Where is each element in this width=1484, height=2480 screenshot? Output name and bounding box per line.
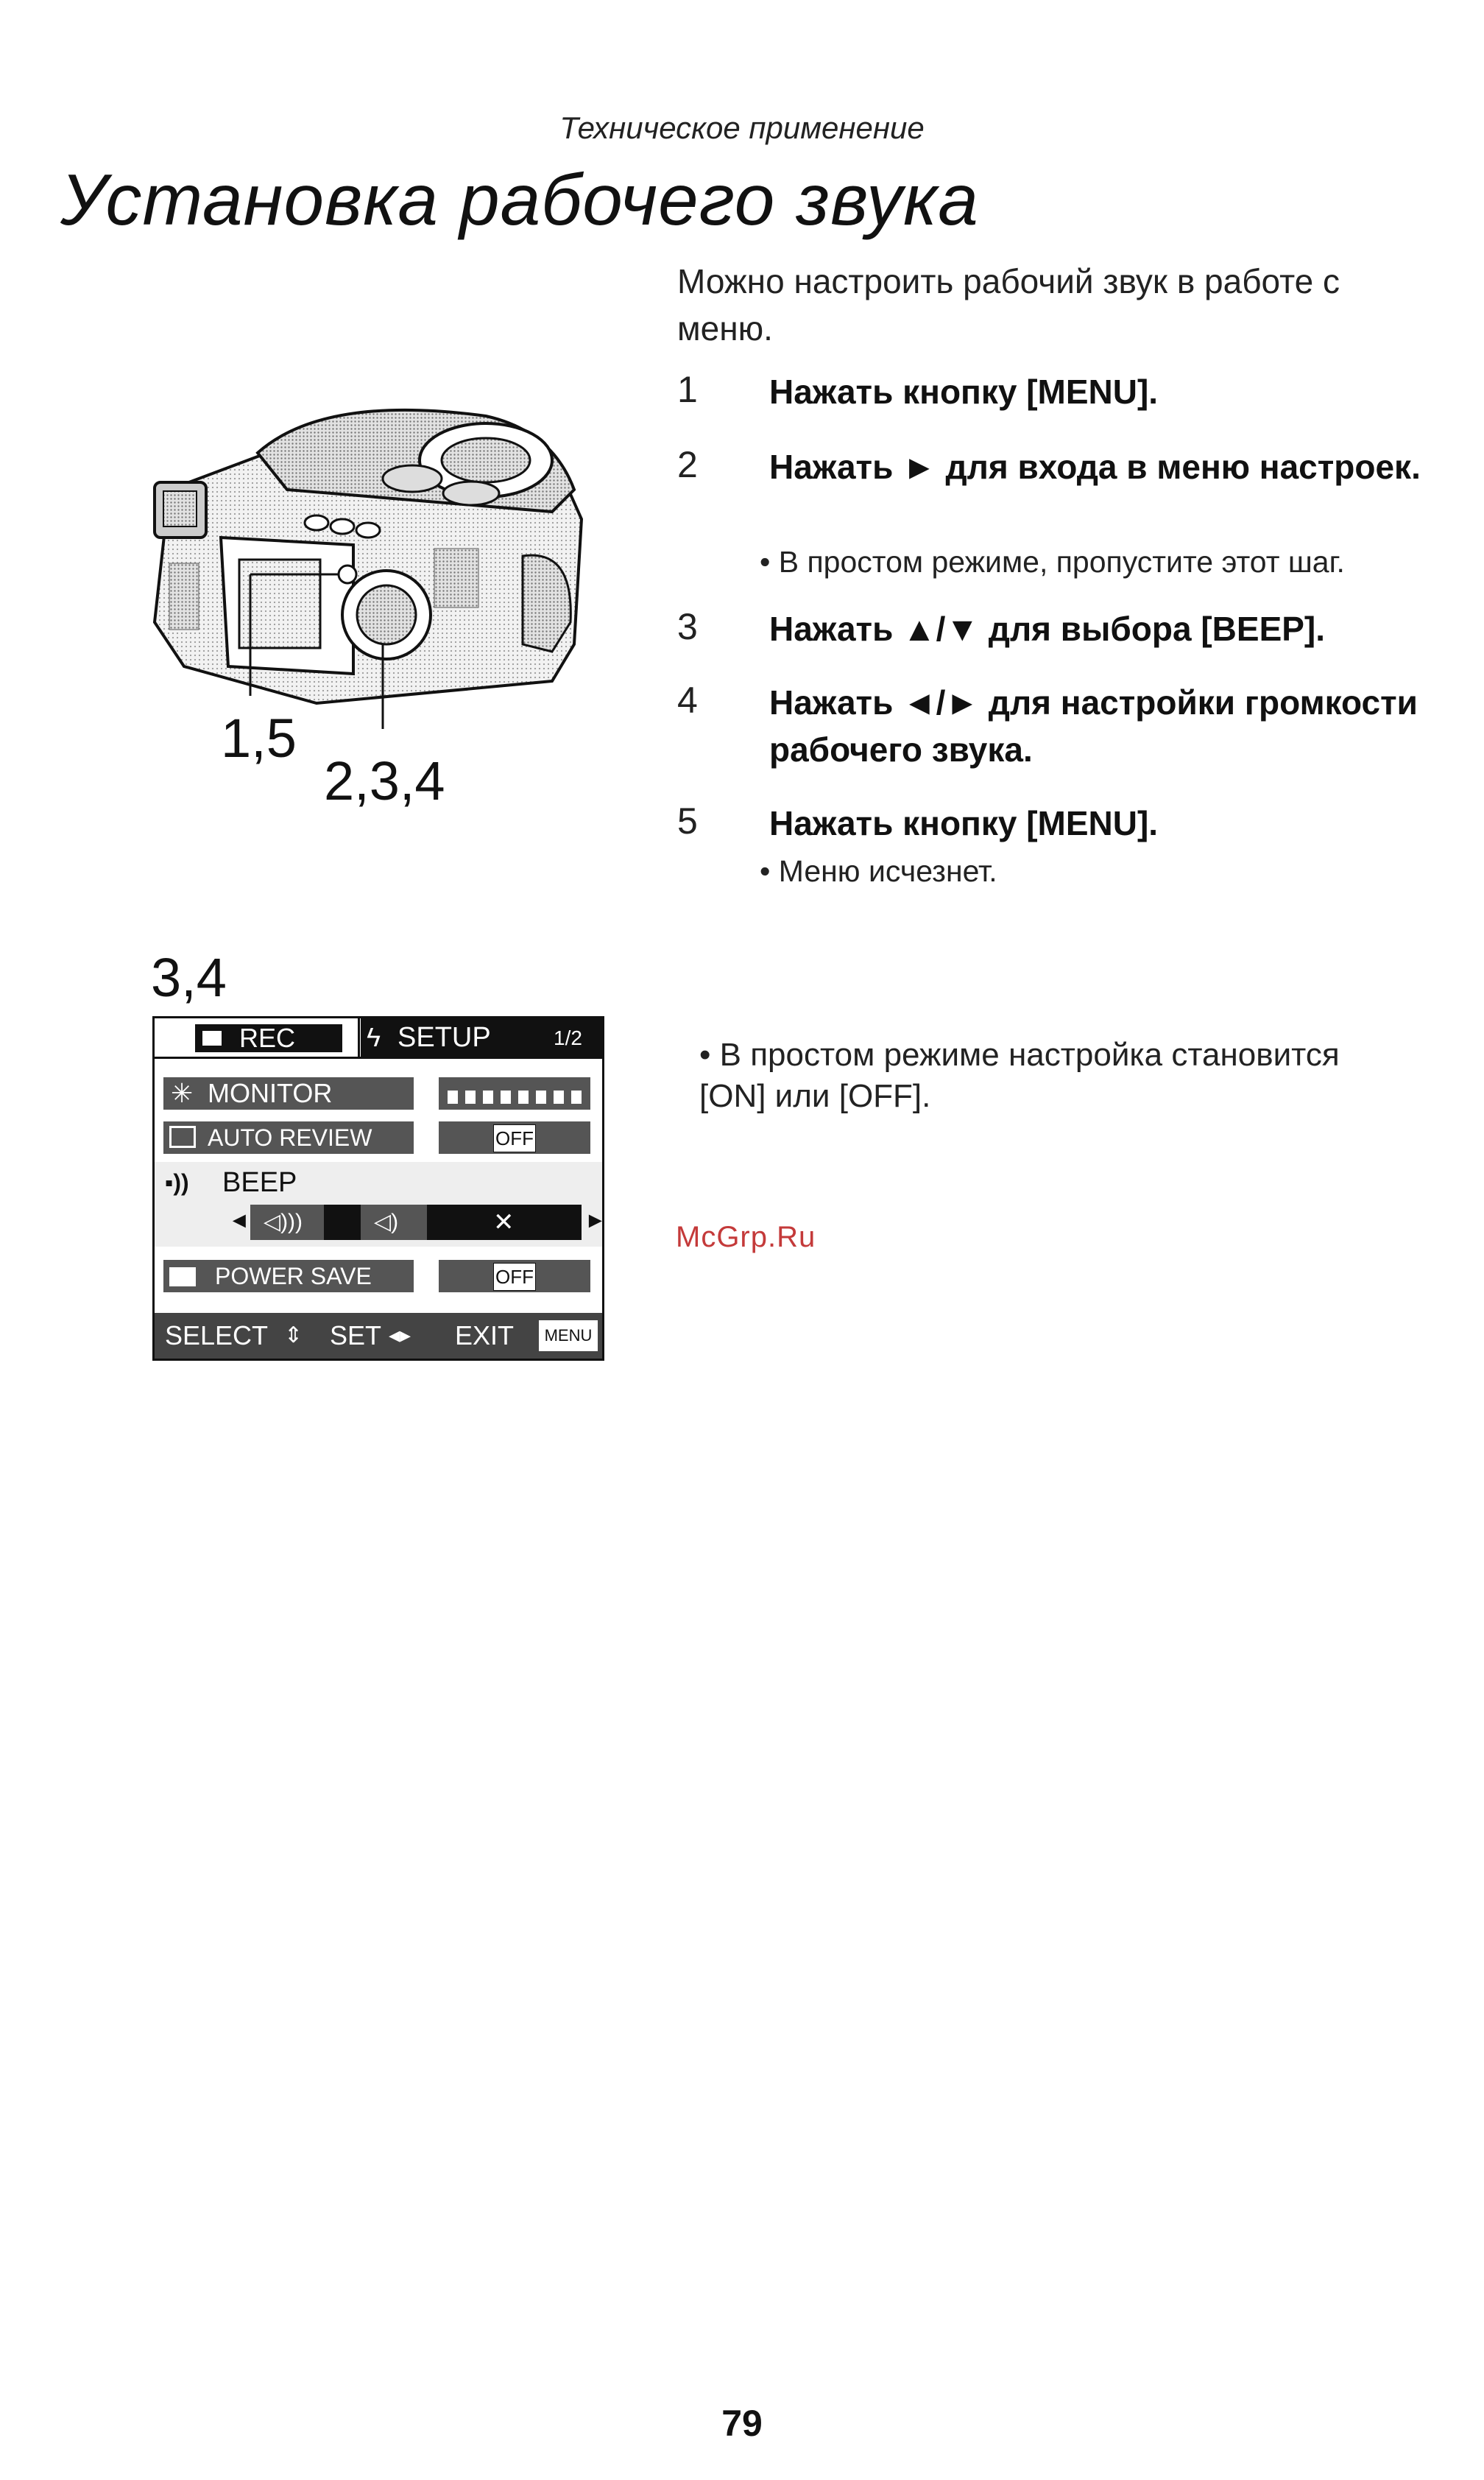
menu-hint-bar: SELECT ⇕ SET ◂▸ EXIT MENU [155,1313,602,1359]
beep-option-low [361,1205,427,1240]
leftright-icon: ◂▸ [389,1323,411,1348]
beep-row: ▪)) BEEP ◄ ◁))) ◁) ✕ ► [155,1162,607,1247]
camera-sleep-icon [169,1267,196,1286]
set-hint: SET [330,1320,382,1350]
step-number: 1 [677,369,698,410]
speaker-loud-icon: ◁))) [264,1210,303,1234]
step-note: • В простом режиме, пропустите этот шаг. [760,545,1345,579]
step-text: Нажать ▲/▼ для выбора [BEEP]. [769,610,1326,648]
beep-label: BEEP [222,1167,297,1198]
tab-rec: REC [155,1018,360,1057]
speaker-mute-icon: ✕ [493,1208,515,1236]
monitor-level-gauge [439,1077,590,1110]
power-save-value-field: OFF [439,1260,590,1292]
watermark: McGrp.Ru [676,1221,816,1253]
right-arrow-icon: ► [584,1208,607,1233]
tab-rec-pill: REC [195,1024,342,1052]
step-number: 5 [677,800,698,842]
updown-icon: ⇕ [284,1323,303,1348]
power-save-label: POWER SAVE [215,1263,372,1289]
brightness-icon: ✳ [171,1078,194,1108]
page-indicator: 1/2 [554,1026,582,1049]
callout-cursor-button: 2,3,4 [324,750,445,811]
callout-menu-button: 1,5 [221,708,297,769]
step-text: Нажать кнопку [MENU]. [769,373,1159,411]
wrench-icon: ϟ [367,1022,381,1052]
menu-key-badge: MENU [539,1320,598,1351]
beep-option-high [250,1205,324,1240]
power-save-row: POWER SAVE [163,1260,414,1292]
level-bars [448,1091,582,1104]
simple-mode-note: • В простом режиме настройка становится … [699,1037,1340,1114]
auto-review-value-field: OFF [439,1121,590,1154]
review-icon [169,1126,196,1148]
step-number: 2 [677,444,698,485]
section-label: Техническое применение [559,110,925,145]
beep-icon: ▪)) [165,1169,189,1196]
power-save-value: OFF [493,1263,536,1291]
exit-hint: EXIT [455,1320,515,1350]
select-hint: SELECT [165,1320,269,1350]
page-number: 79 [721,2403,763,2444]
auto-review-row: AUTO REVIEW [163,1121,414,1154]
tab-rec-label: REC [239,1023,296,1053]
tab-setup-label: SETUP [398,1022,491,1053]
tab-setup: ϟ SETUP 1/2 [361,1018,602,1057]
auto-review-value: OFF [493,1124,536,1152]
beep-volume-selector: ◁))) ◁) ✕ [250,1205,582,1240]
step-text: Нажать ► для входа в меню настроек. [769,448,1421,486]
left-arrow-icon: ◄ [228,1208,250,1233]
setup-menu-screen: REC ϟ SETUP 1/2 ✳ MONITOR AUTO REVIEW OF… [152,1016,607,1361]
camera-illustration [140,401,596,814]
camera-icon [202,1031,222,1046]
camera-drawing [152,408,584,729]
auto-review-label: AUTO REVIEW [208,1124,372,1151]
page-title: Установка рабочего звука [60,159,979,240]
step-text: Нажать кнопку [MENU]. [769,804,1159,842]
intro-text: Можно настроить рабочий звук в работе с … [677,262,1340,348]
step-text: Нажать ◄/► для настройки громкости рабоч… [769,683,1418,769]
step-number: 4 [677,680,698,721]
step-number: 3 [677,606,698,647]
tab-divider [155,1057,602,1059]
step-note: • Меню исчезнет. [760,854,997,888]
speaker-quiet-icon: ◁) [374,1210,399,1234]
screen-figure-label: 3,4 [151,947,227,1008]
monitor-label: MONITOR [208,1078,333,1108]
monitor-row: ✳ MONITOR [163,1077,414,1110]
